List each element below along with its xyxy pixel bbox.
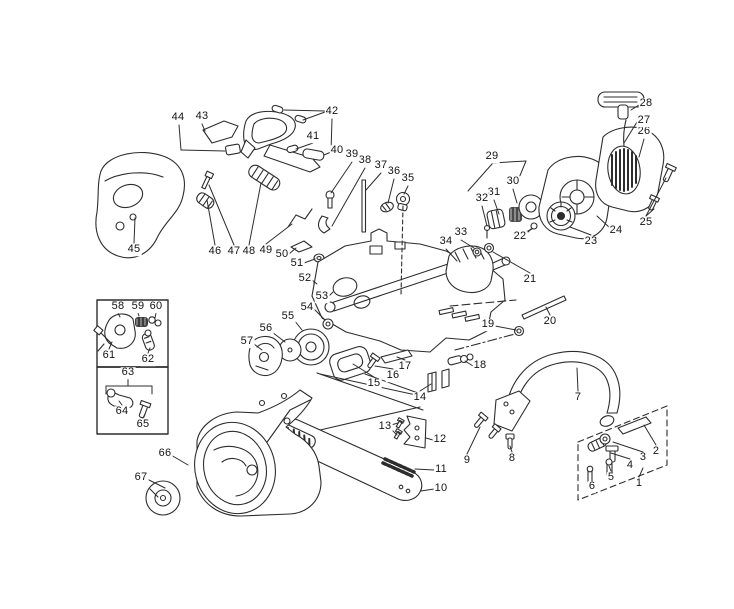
leader-line-23: [569, 226, 592, 236]
leader-line-60: [154, 312, 157, 319]
leader-line-8: [509, 445, 513, 453]
leader-line-29: [491, 160, 527, 164]
leader-line-46: [206, 199, 216, 246]
leader-line-12: [425, 437, 434, 441]
leader-line-52: [311, 279, 318, 285]
leader-line-7: [576, 367, 579, 392]
leader-line-26: [638, 138, 645, 158]
leader-line-40: [323, 151, 332, 156]
leader-line-27: [623, 121, 638, 144]
leader-line-19: [494, 325, 517, 331]
leader-line-57: [253, 343, 263, 351]
leader-line-55: [293, 319, 303, 331]
leader-line-29: [467, 163, 493, 192]
leader-line-20: [545, 306, 551, 316]
leader-line-35: [403, 185, 409, 195]
leader-line-3: [612, 441, 644, 453]
powerhead-shapes: [145, 389, 322, 517]
leader-line-64: [118, 400, 123, 406]
alignment-lines: [400, 205, 668, 501]
leader-line-45: [133, 217, 136, 244]
handlebar-shapes: [474, 350, 652, 484]
leader-line-1: [638, 467, 644, 478]
leader-line-25: [645, 177, 667, 217]
leader-line-16: [374, 365, 394, 370]
leader-line-37: [365, 172, 382, 191]
leader-line-9: [466, 426, 481, 455]
leader-line-25: [645, 208, 655, 217]
leader-line-14: [419, 383, 432, 392]
leader-line-62: [147, 347, 151, 354]
leader-line-59: [137, 312, 140, 317]
leader-line-28: [630, 104, 640, 111]
leader-line-34: [445, 248, 458, 262]
leader-line-42: [283, 109, 326, 112]
engine-block-shapes: [445, 242, 511, 294]
leader-line-49: [265, 223, 293, 245]
leader-line-47: [208, 184, 235, 246]
leader-line-44: [180, 149, 226, 152]
leader-line-4: [610, 452, 631, 460]
leader-line-51: [303, 258, 316, 264]
leader-line-17: [396, 356, 406, 361]
muffler-shape: [329, 346, 372, 381]
leader-line-43: [201, 123, 206, 132]
leader-line-14: [319, 373, 417, 396]
ignition-parts-shapes: [483, 194, 544, 239]
leader-line-50: [288, 247, 297, 255]
clutch-parts-shapes: [248, 318, 334, 377]
leader-line-31: [493, 199, 500, 215]
leader-line-54: [313, 308, 326, 321]
leader-line-21: [492, 251, 531, 274]
leader-line-39: [330, 161, 353, 194]
leader-line-24: [596, 215, 611, 229]
leader-line-66: [170, 454, 189, 466]
leader-line-58: [117, 312, 121, 318]
oil-pump-parts-shapes: [93, 313, 162, 419]
leader-line-15: [352, 363, 375, 378]
leader-line-33: [460, 239, 475, 249]
leader-line-32: [481, 205, 488, 227]
leader-line-38: [331, 167, 366, 227]
leader-line-61: [108, 341, 113, 350]
rear-handle-shapes: [95, 152, 281, 259]
leader-line-5: [608, 465, 612, 472]
leader-line-11: [414, 468, 435, 471]
leader-line-42: [330, 118, 333, 153]
starter-assembly-shapes: [595, 91, 677, 213]
leader-line-42: [302, 111, 326, 121]
leader-line-48: [248, 182, 262, 246]
leader-line-56: [271, 331, 286, 343]
leader-line-53: [328, 291, 334, 297]
leader-line-65: [142, 413, 146, 419]
flywheel-and-housing-shapes: [538, 155, 612, 240]
top-cover-assembly-shapes: [202, 104, 325, 173]
leader-line-29: [518, 160, 527, 179]
leader-line-10: [420, 488, 435, 492]
leader-line-18: [464, 360, 474, 367]
leader-line-2: [643, 424, 657, 446]
leader-line-36: [387, 178, 395, 204]
mount-fasteners-shapes: [316, 349, 474, 449]
leader-line-41: [295, 142, 314, 150]
leader-line-30: [512, 188, 518, 204]
rod-and-nut-shapes: [513, 295, 567, 337]
leader-line-67: [146, 478, 166, 489]
leader-line-44: [178, 124, 182, 151]
